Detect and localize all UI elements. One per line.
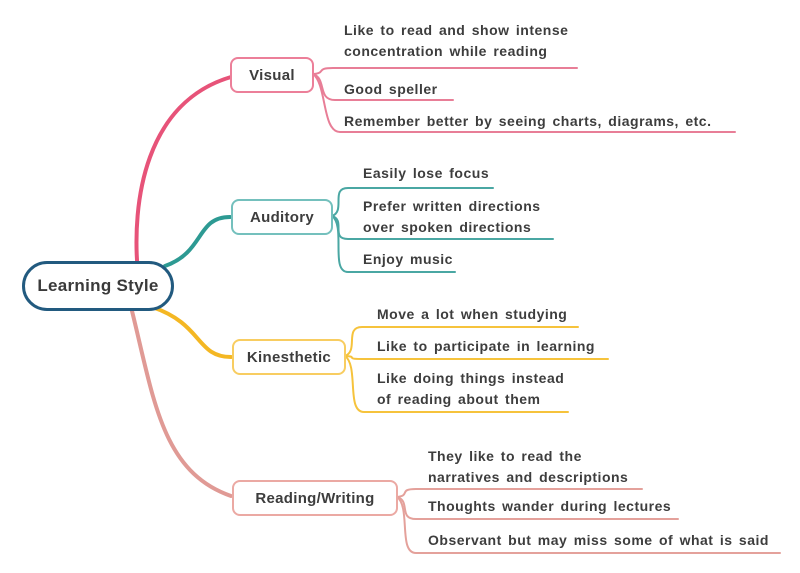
subtopic-auditory-1[interactable]: Easily lose focus — [363, 165, 490, 181]
subtopic-kinesthetic-2[interactable]: Like to participate in learning — [377, 338, 595, 354]
topic-label: Visual — [249, 66, 295, 84]
subtopic-reading-2[interactable]: Thoughts wander during lectures — [428, 498, 672, 514]
topic-kinesthetic[interactable]: Kinesthetic — [232, 339, 346, 375]
topic-label: Auditory — [249, 208, 315, 226]
topic-visual[interactable]: Visual — [230, 57, 314, 93]
subtopic-visual-2[interactable]: Good speller — [344, 81, 438, 97]
topic-label: Kinesthetic — [246, 348, 332, 366]
subtopic-auditory-2[interactable]: Prefer written directions over spoken di… — [363, 198, 541, 235]
topic-label: Reading/Writing — [255, 489, 375, 507]
root-topic-learning-style[interactable]: Learning Style — [22, 261, 174, 311]
subtopic-reading-1[interactable]: They like to read the narratives and des… — [428, 448, 629, 485]
topic-auditory[interactable]: Auditory — [231, 199, 333, 235]
subtopic-reading-3[interactable]: Observant but may miss some of what is s… — [428, 532, 769, 548]
topic-reading-writing[interactable]: Reading/Writing — [232, 480, 398, 516]
subtopic-visual-1[interactable]: Like to read and show intense concentrat… — [344, 22, 569, 59]
root-topic-label: Learning Style — [37, 276, 159, 295]
subtopic-auditory-3[interactable]: Enjoy music — [363, 251, 453, 267]
subtopic-kinesthetic-3[interactable]: Like doing things instead of reading abo… — [377, 370, 565, 407]
subtopic-kinesthetic-1[interactable]: Move a lot when studying — [377, 306, 568, 322]
subtopic-visual-3[interactable]: Remember better by seeing charts, diagra… — [344, 113, 712, 129]
